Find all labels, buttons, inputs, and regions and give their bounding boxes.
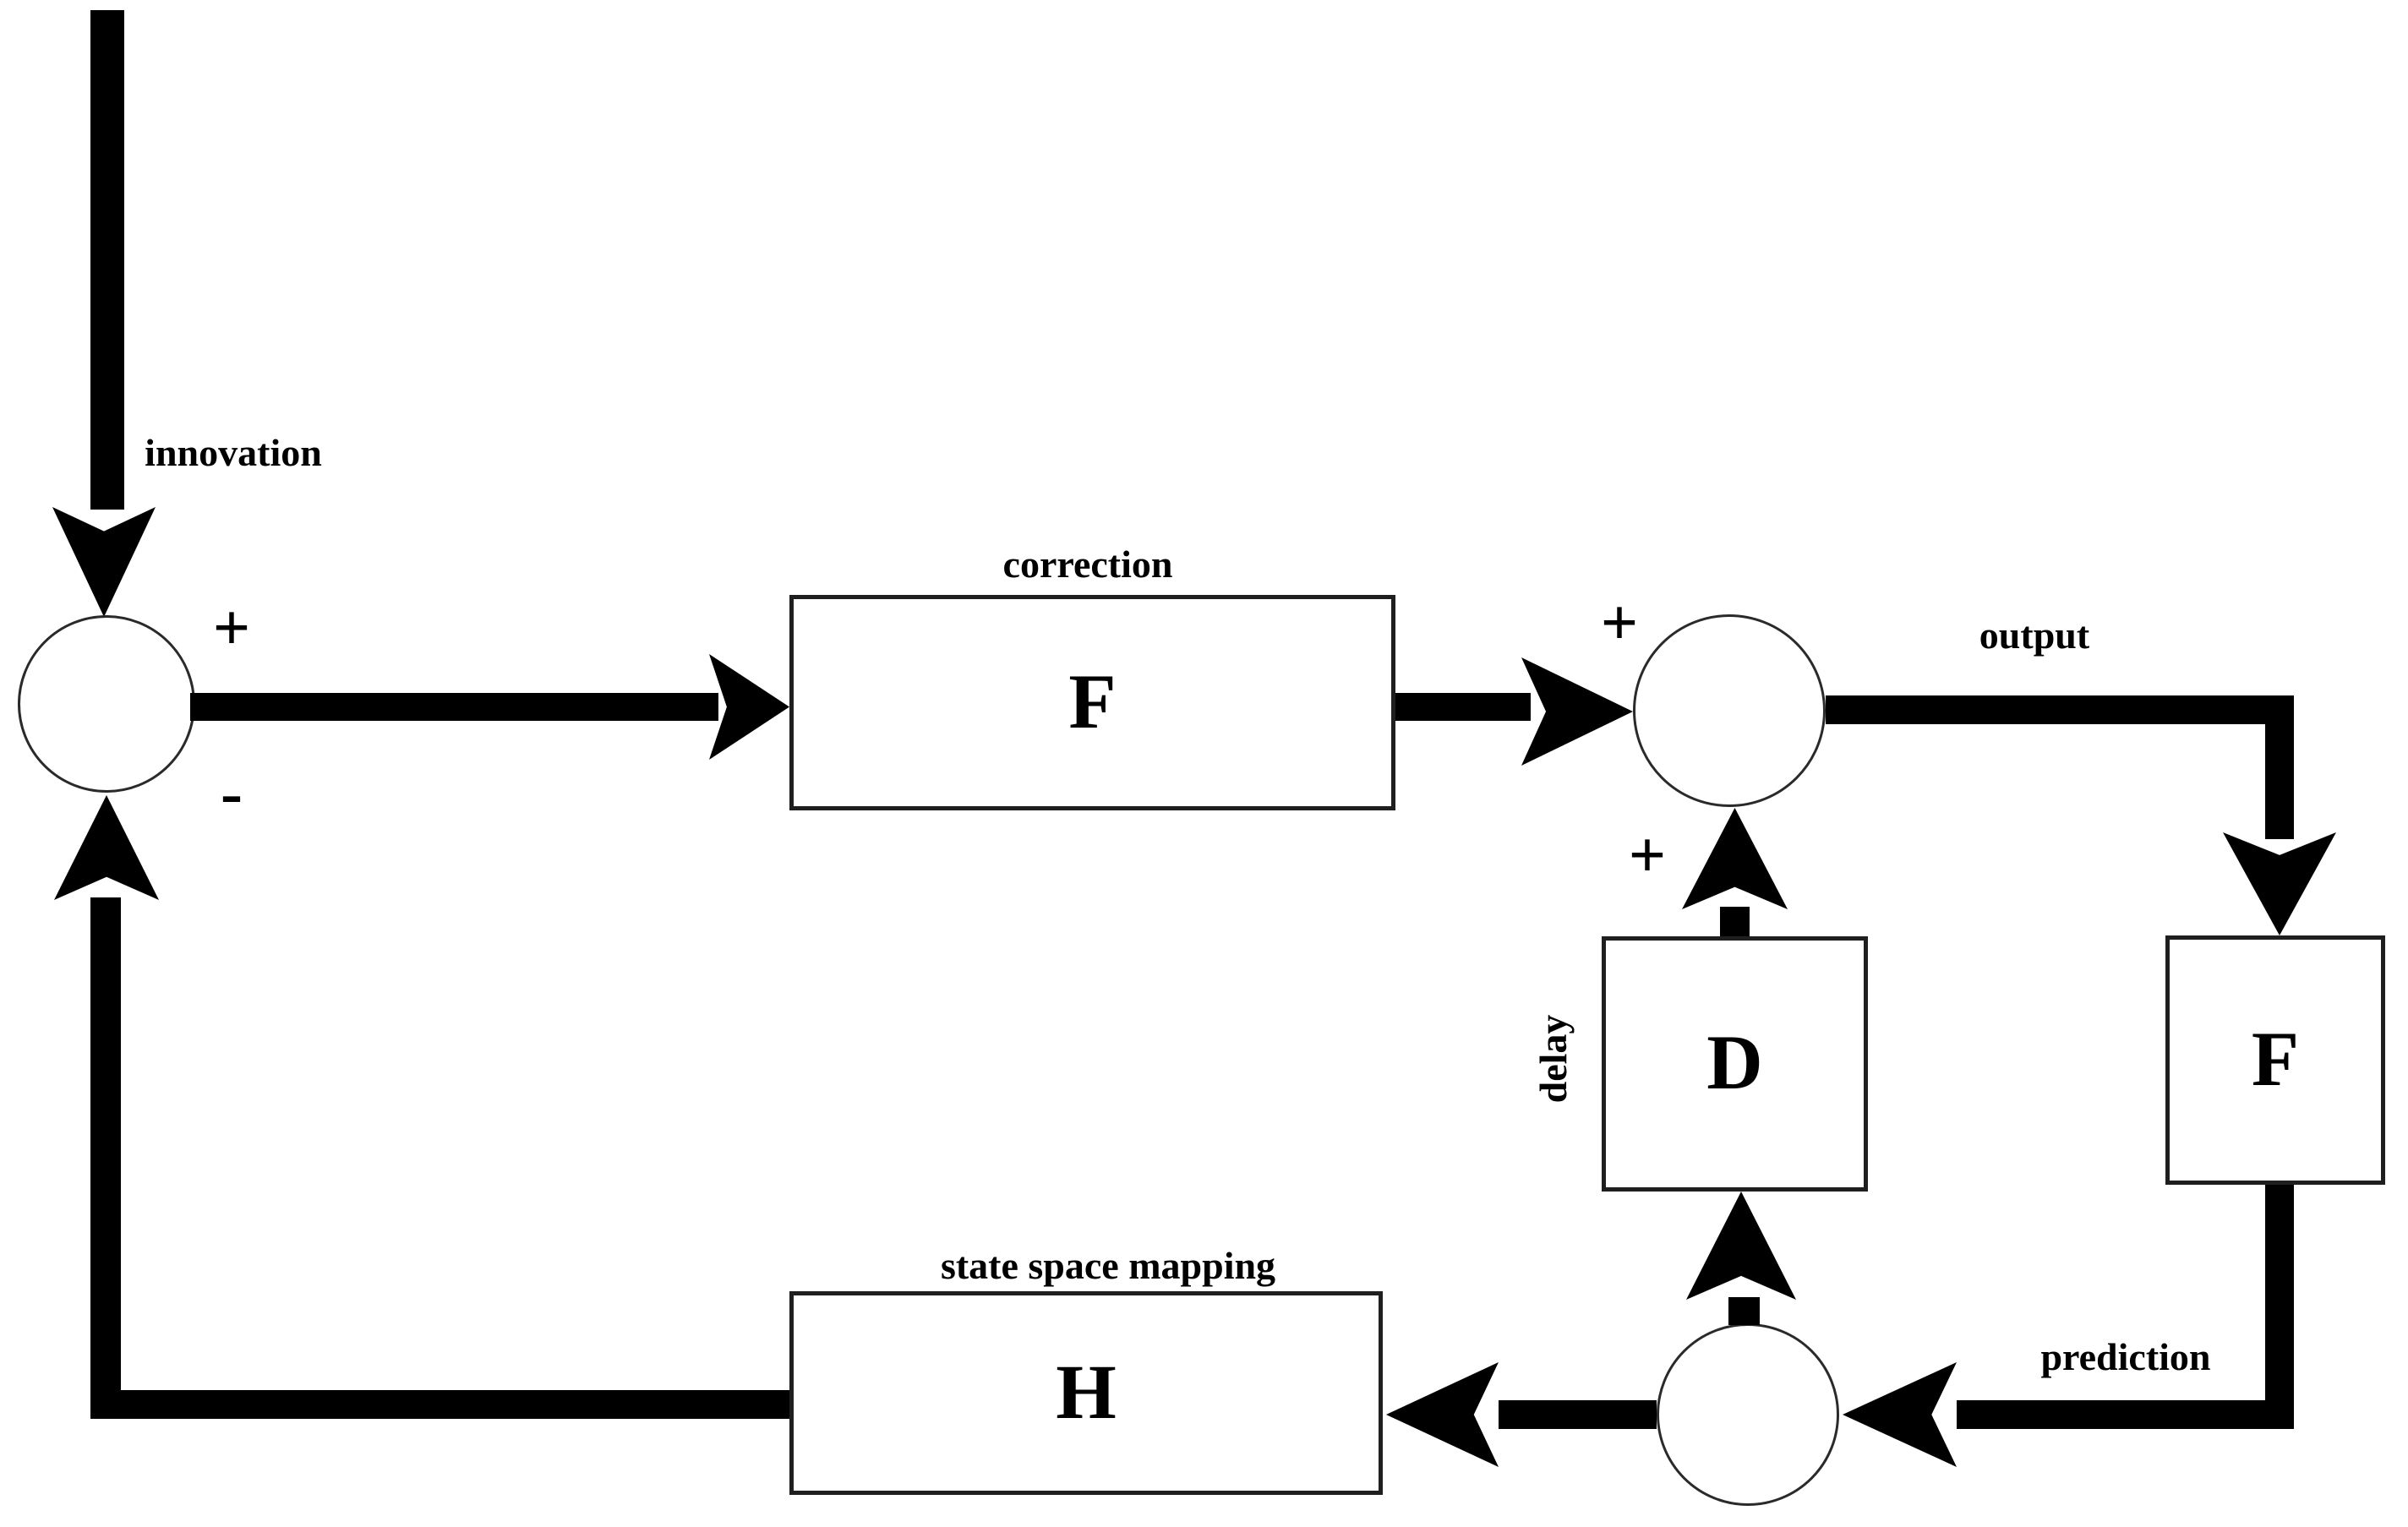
- block-h-mapping-letter: H: [1056, 1348, 1117, 1435]
- sum1-to-f-line: [190, 693, 718, 721]
- innovation-arrowhead-icon: [52, 507, 156, 617]
- prediction-line-vertical: [2265, 1185, 2294, 1429]
- innovation-arrow-shaft: [90, 10, 124, 510]
- innovation-label: innovation: [145, 431, 322, 474]
- block-f-correction-letter: F: [1068, 657, 1117, 744]
- output-label: output: [1979, 614, 2090, 657]
- block-f-right: F: [2165, 935, 2385, 1185]
- feedback-line-vertical: [90, 897, 121, 1419]
- summing-junction-3: [1657, 1323, 1839, 1506]
- output-to-f-arrowhead-icon: [2223, 832, 2336, 935]
- block-d-delay-letter: D: [1706, 1019, 1763, 1105]
- d-to-sum2-shaft: [1720, 907, 1750, 936]
- delay-label: delay: [1532, 1014, 1575, 1104]
- block-d-delay: D: [1602, 936, 1868, 1192]
- sum3-to-h-arrowhead-icon: [1386, 1362, 1499, 1467]
- sum2-plus-lower-sign: +: [1628, 818, 1667, 892]
- d-to-sum2-arrowhead-icon: [1682, 808, 1788, 909]
- output-line-horizontal: [1826, 695, 2294, 724]
- sum1-plus-sign: +: [212, 591, 251, 664]
- summing-junction-2: [1633, 614, 1826, 807]
- sum1-minus-sign: -: [221, 755, 243, 829]
- prediction-arrowhead-icon: [1843, 1362, 1957, 1467]
- f-to-sum2-arrowhead-icon: [1521, 657, 1633, 766]
- feedback-to-sum1-arrowhead-icon: [54, 795, 159, 900]
- state-space-mapping-label: state space mapping: [940, 1244, 1276, 1287]
- feedback-line-horizontal: [90, 1390, 789, 1419]
- sum3-to-h-line: [1499, 1400, 1657, 1429]
- output-line-vertical: [2265, 695, 2294, 839]
- sum1-to-f-arrowhead-icon: [709, 654, 789, 760]
- block-f-right-letter: F: [2251, 1015, 2300, 1102]
- block-h-mapping: H: [789, 1291, 1383, 1495]
- block-f-correction: F: [789, 595, 1395, 810]
- f-to-sum2-line: [1395, 693, 1531, 721]
- summing-junction-1: [18, 615, 195, 793]
- sum3-to-d-arrowhead-icon: [1686, 1192, 1796, 1300]
- sum2-plus-upper-sign: +: [1600, 586, 1639, 659]
- correction-label: correction: [1002, 543, 1173, 586]
- sum3-to-d-shaft: [1728, 1297, 1760, 1325]
- prediction-label: prediction: [2040, 1335, 2211, 1378]
- prediction-line-horizontal: [1957, 1400, 2294, 1429]
